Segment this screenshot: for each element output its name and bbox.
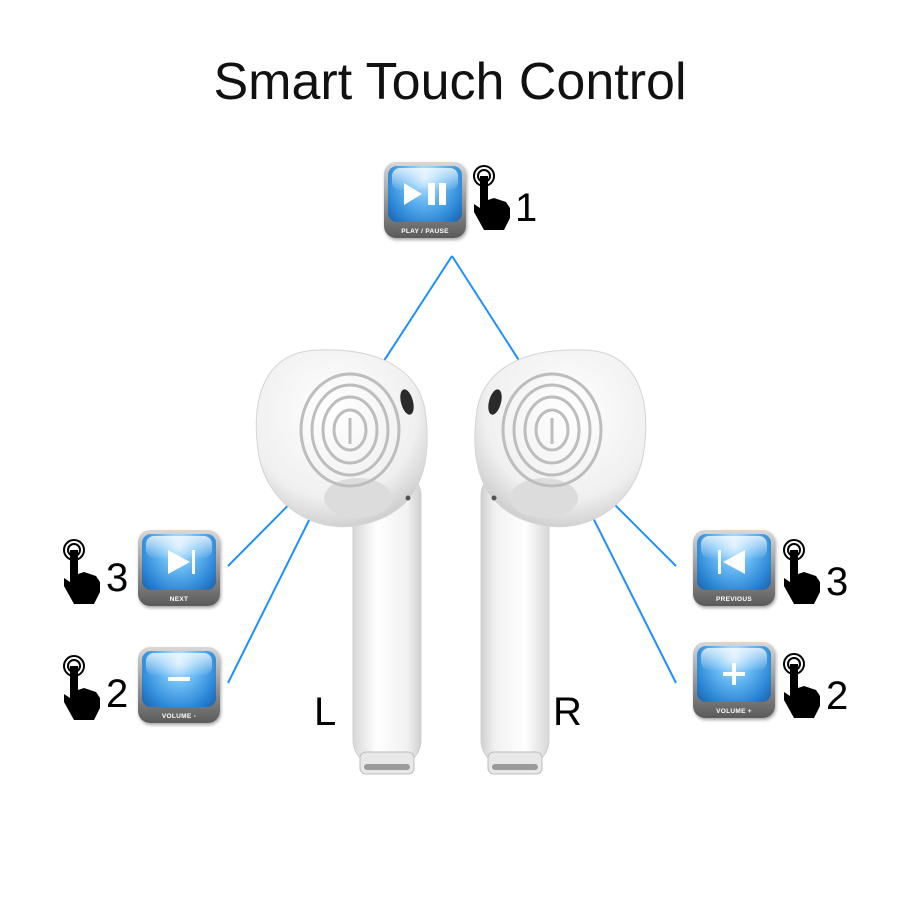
next-tap-count: 3 <box>106 556 129 600</box>
play-pause-label: PLAY / PAUSE <box>401 228 449 235</box>
next-button[interactable]: NEXT <box>138 530 220 606</box>
next-icon <box>168 550 195 574</box>
left-earbud-label: L <box>314 690 337 734</box>
left-fingerprint-icon <box>299 372 401 488</box>
volume-up-button[interactable]: VOLUME + <box>693 642 775 718</box>
page-title: Smart Touch Control <box>213 53 687 111</box>
next-label: NEXT <box>169 596 189 603</box>
right-earbud <box>474 349 647 775</box>
play-pause-icon <box>404 183 446 205</box>
right-earbud-label: R <box>553 690 582 734</box>
volume-down-tap-count: 2 <box>106 672 129 716</box>
tap-hand-icon <box>63 539 100 604</box>
previous-label: PREVIOUS <box>716 596 752 603</box>
volume-down-button[interactable]: VOLUME - <box>138 647 220 723</box>
minus-icon <box>168 677 190 681</box>
tap-hand-icon <box>783 653 820 718</box>
play-pause-tap-count: 1 <box>515 186 538 230</box>
right-fingerprint-icon <box>501 372 603 488</box>
left-earbud <box>255 349 428 775</box>
volume-down-label: VOLUME - <box>161 713 197 720</box>
previous-button[interactable]: PREVIOUS <box>693 530 775 606</box>
tap-hand-icon <box>63 655 100 720</box>
tap-hand-icon <box>783 539 820 604</box>
volume-up-tap-count: 2 <box>826 674 849 718</box>
previous-icon <box>718 550 745 574</box>
volume-up-label: VOLUME + <box>716 708 752 715</box>
play-pause-button[interactable]: PLAY / PAUSE <box>384 162 466 238</box>
previous-tap-count: 3 <box>826 560 849 604</box>
plus-icon <box>723 663 745 685</box>
tap-hand-icon <box>473 165 510 230</box>
